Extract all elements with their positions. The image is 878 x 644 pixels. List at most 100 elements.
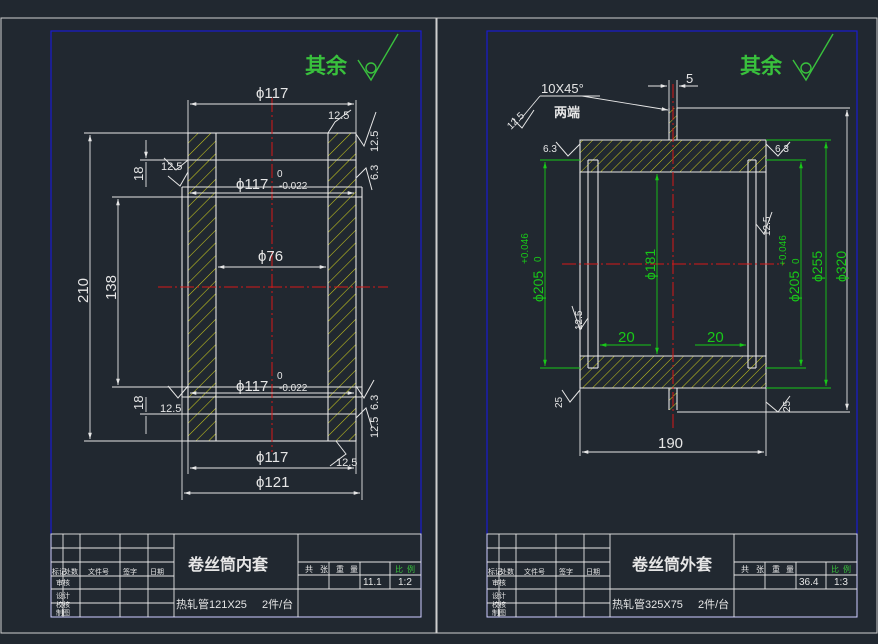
dim-phi181: ϕ181: [642, 249, 658, 280]
roughness-symbol-icon: [357, 33, 399, 82]
ra-top: 12.5: [328, 110, 349, 122]
left-row-3: 制图: [56, 608, 70, 617]
left-dimension-lines: [84, 100, 363, 500]
right-row-1: 设计: [492, 591, 506, 600]
right-roughness-note: 其余: [740, 54, 783, 78]
right-title-block: 卷丝筒外套 热轧管325X75 2件/台 共 张 重 量 比 例 36.4 1:…: [486, 533, 858, 618]
left-col-3: 签字: [123, 567, 137, 576]
dim-len18-top: 18: [131, 167, 146, 181]
left-sheet: 其余: [50, 30, 422, 618]
right-col-3: 签字: [559, 567, 573, 576]
dim-phi117-top: ϕ117: [256, 85, 288, 102]
right-weight: 36.4: [799, 577, 819, 588]
ra-bottom: 12.5: [336, 457, 357, 469]
left-scale: 1:2: [398, 577, 412, 588]
dim-phi117-tol-top: ϕ117: [236, 176, 268, 193]
right-hdr-0: 共: [741, 565, 749, 574]
right-green-dims: [540, 139, 831, 389]
right-col-4: 日期: [586, 568, 600, 576]
left-roughness-note: 其余: [305, 54, 348, 78]
right-hdr-5: 例: [843, 564, 851, 574]
dim-phi117-tol-bot-lower: -0.022: [279, 383, 308, 394]
left-col-4: 日期: [150, 568, 164, 576]
left-hdr-3: 量: [350, 565, 358, 574]
left-title-block: 卷丝筒内套 热轧管121X25 2件/台 共 张 重 量 比 例 11.1 1:…: [50, 533, 422, 618]
dim-phi205-right-upper: +0.046: [778, 235, 789, 266]
right-sheet: 其余: [486, 30, 858, 618]
dim-phi117-tol-bot-upper: 0: [277, 371, 283, 382]
dim-len20-right: 20: [707, 329, 724, 346]
left-hdr-5: 例: [407, 564, 415, 574]
dim-phi205-left: ϕ205: [530, 271, 546, 302]
right-hdr-4: 比: [831, 564, 839, 574]
dim-len5: 5: [686, 71, 693, 86]
left-col-0: 标记: [52, 567, 66, 576]
dim-phi117-tol-bot: ϕ117: [236, 378, 268, 395]
dim-len190: 190: [658, 435, 683, 452]
left-col-2: 文件号: [88, 567, 109, 576]
right-col-2: 文件号: [524, 567, 545, 576]
left-weight: 11.1: [363, 577, 382, 588]
ra-left-bottom: 12.5: [160, 403, 181, 415]
dim-phi205-right: ϕ205: [786, 271, 802, 302]
ra-right-left-top: 6.3: [543, 144, 557, 155]
right-center-lines: [562, 84, 784, 430]
ra-right-left-bottom: 25: [554, 396, 565, 408]
left-hdr-4: 比: [395, 564, 403, 574]
dim-len138: 138: [103, 275, 120, 300]
ra-inner-right: 12.5: [762, 216, 773, 236]
left-hdr-0: 共: [305, 565, 313, 574]
right-material: 热轧管325X75: [612, 597, 683, 611]
right-row-2: 校核: [492, 600, 506, 609]
ra-right-top-1: 12.5: [369, 131, 381, 152]
right-scale: 1:3: [834, 577, 848, 588]
ra-left-top: 12.5: [161, 161, 182, 173]
left-sheet-border: [0, 17, 437, 634]
left-hdr-1: 张: [320, 565, 328, 574]
dim-phi205-left-upper: +0.046: [520, 233, 531, 264]
dim-phi117-bottom: ϕ117: [256, 449, 288, 466]
dim-phi117-tol-top-lower: -0.022: [279, 181, 308, 192]
right-hdr-1: 张: [756, 565, 764, 574]
dim-chamfer: 10X45°: [541, 81, 584, 96]
dim-len210: 210: [75, 278, 92, 303]
right-sheet-border: [436, 17, 878, 634]
dim-both-ends: 两端: [554, 105, 580, 120]
left-material: 热轧管121X25: [176, 597, 247, 611]
right-hdr-3: 量: [786, 565, 794, 574]
dim-phi117-tol-top-upper: 0: [277, 169, 283, 180]
right-hdr-2: 重: [772, 564, 780, 574]
dim-phi320: ϕ320: [833, 251, 849, 282]
ra-right-top-2: 6.3: [369, 165, 381, 180]
left-row-2: 校核: [56, 600, 70, 609]
dim-phi255: ϕ255: [809, 251, 825, 282]
left-frame: [50, 30, 422, 618]
left-col-1: 处数: [64, 567, 78, 576]
left-row-1: 设计: [56, 591, 70, 600]
left-roughness-marks: [163, 109, 377, 467]
dim-len20-left: 20: [618, 329, 635, 346]
roughness-symbol-icon: [792, 33, 834, 82]
ra-right-bot-1: 12.5: [369, 417, 381, 438]
left-part-name: 卷丝筒内套: [187, 555, 269, 574]
left-row-0: 审核: [56, 578, 70, 587]
left-hdr-2: 重: [336, 564, 344, 574]
right-part-name: 卷丝筒外套: [631, 555, 713, 574]
dim-phi205-left-lower: 0: [533, 256, 544, 262]
ra-right-right-top: 6.3: [775, 144, 789, 155]
dim-len18-bottom: 18: [131, 396, 146, 410]
ra-right-right-bottom: 25: [782, 400, 793, 412]
right-white-dims: [519, 80, 850, 456]
ra-right-bot-2: 6.3: [369, 395, 381, 410]
right-row-0: 审核: [492, 578, 506, 587]
right-roughness-marks: [511, 109, 791, 413]
dim-phi205-right-lower: 0: [791, 258, 802, 264]
left-quantity: 2件/台: [262, 597, 293, 611]
ra-chamfer: 12.5: [505, 110, 527, 132]
ra-inner-left: 12.5: [574, 310, 585, 330]
right-row-3: 制图: [492, 608, 506, 617]
dim-phi121: ϕ121: [256, 474, 289, 491]
right-quantity: 2件/台: [698, 597, 729, 611]
